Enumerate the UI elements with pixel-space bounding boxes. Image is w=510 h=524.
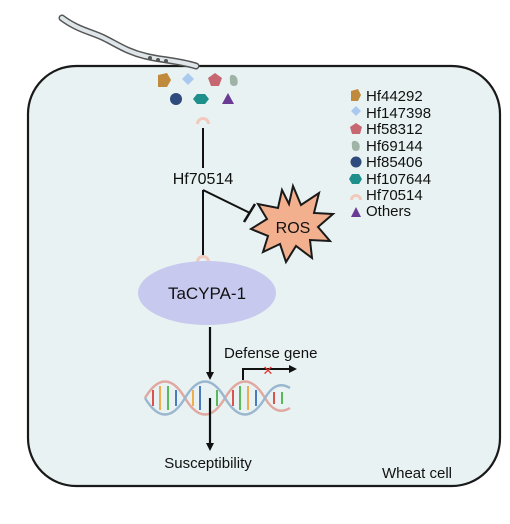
legend-label-hf44292: Hf44292 — [366, 88, 423, 105]
legend: Hf44292 Hf147398 Hf58312 Hf69144 Hf85406… — [349, 88, 431, 220]
ros-burst — [248, 182, 336, 265]
dna-helix — [143, 380, 291, 416]
effector-others-icon — [222, 93, 234, 104]
effector-hf85406-icon — [170, 93, 182, 105]
ros-inhibition-bar — [242, 203, 257, 223]
effector-hf147398-icon — [182, 73, 194, 85]
effector-hf58312-icon — [208, 73, 222, 86]
legend-label-hf70514: Hf70514 — [366, 187, 423, 204]
legend-label-hf147398: Hf147398 — [366, 105, 431, 122]
promoter-arrow — [242, 365, 297, 380]
legend-hf44292-icon — [351, 89, 361, 101]
tacypa1-protein — [138, 261, 276, 325]
bound-effector-icon — [196, 255, 210, 262]
outcome-label: Susceptibility — [164, 455, 252, 472]
wheat-cell-label: Wheat cell — [382, 465, 452, 482]
nematode-icon — [58, 14, 200, 70]
legend-label-hf69144: Hf69144 — [366, 138, 423, 155]
legend-hf85406-icon — [350, 156, 362, 168]
legend-others-icon — [351, 207, 361, 217]
legend-hf58312-icon — [350, 123, 362, 134]
legend-hf69144-icon — [351, 140, 360, 151]
protein-label: TaCYPA-1 — [168, 284, 246, 303]
effector-cluster — [158, 73, 238, 124]
legend-hf147398-icon — [351, 106, 361, 116]
effector-hf70514-icon — [196, 117, 210, 124]
legend-hf107644-icon — [349, 174, 362, 184]
ros-label: ROS — [276, 220, 311, 237]
block-mark-icon: ✕ — [263, 363, 274, 378]
legend-label-hf85406: Hf85406 — [366, 154, 423, 171]
legend-label-hf58312: Hf58312 — [366, 121, 423, 138]
legend-hf70514-icon — [350, 194, 362, 200]
effector-hf69144-icon — [229, 74, 238, 86]
legend-label-others: Others — [366, 203, 411, 220]
effector-hf44292-icon — [158, 73, 171, 87]
effector-hf107644-icon — [193, 94, 209, 104]
effector-label: Hf70514 — [173, 171, 234, 188]
ros-inhibition-line — [202, 189, 251, 214]
defense-gene-label: Defense gene — [224, 345, 317, 362]
legend-label-hf107644: Hf107644 — [366, 171, 431, 188]
